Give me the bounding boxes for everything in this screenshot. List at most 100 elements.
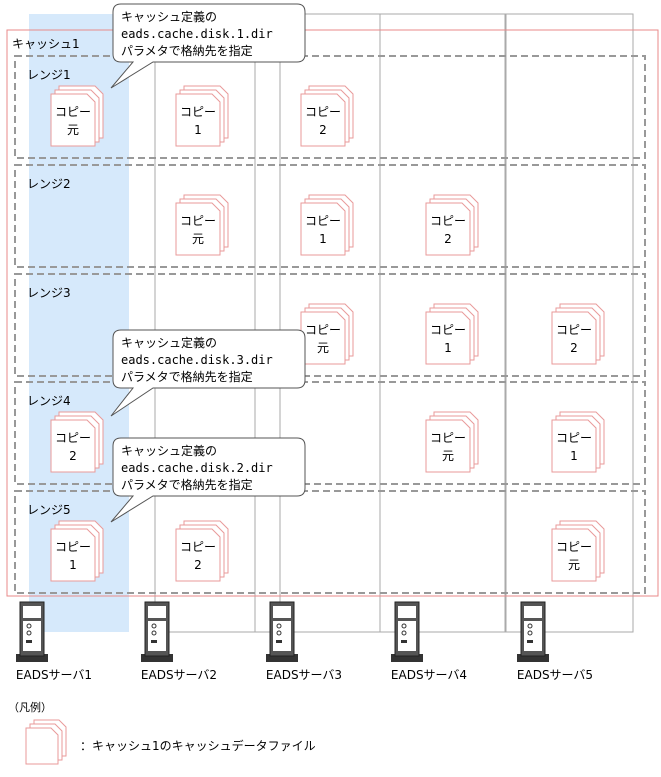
server-slot: [527, 640, 533, 643]
server-panel: [273, 606, 291, 618]
file-sheet: [50, 93, 96, 147]
file-sheet: [551, 311, 597, 365]
file-label-line2: 1: [194, 123, 202, 137]
server-slot: [276, 640, 282, 643]
file-label-line2: 1: [444, 341, 452, 355]
file-sheet: [425, 311, 471, 365]
server-face: [148, 621, 166, 651]
server-slot: [151, 640, 157, 643]
file-sheet: [551, 528, 597, 582]
cache1-label: キャッシュ1: [12, 37, 80, 51]
legend-file-sheet: [25, 727, 59, 765]
server-base: [517, 654, 549, 662]
file-sheet: [300, 311, 346, 365]
file-sheet: [300, 93, 346, 147]
file-label-line1: コピー: [305, 214, 341, 228]
file-label-line1: コピー: [180, 214, 216, 228]
callout-line: eads.cache.disk.1.dir: [121, 27, 273, 41]
server-base: [141, 654, 173, 662]
file-label-line1: コピー: [55, 540, 91, 554]
server-base: [266, 654, 298, 662]
range-box: [14, 164, 646, 268]
copy-file: コピー 2: [551, 303, 605, 365]
callout-line: キャッシュ定義の: [121, 335, 217, 350]
server-led: [527, 630, 533, 636]
file-label-line2: 2: [319, 123, 327, 137]
file-sheet: [175, 93, 221, 147]
eads-server-4: EADSサーバ4: [391, 601, 467, 682]
eads-server-5: EADSサーバ5: [517, 601, 593, 682]
range-box: [14, 381, 646, 485]
server-led: [276, 623, 282, 629]
file-label-line2: 2: [69, 449, 77, 463]
file-sheet: [50, 528, 96, 582]
server-led: [276, 630, 282, 636]
server-label: EADSサーバ2: [141, 668, 217, 682]
file-label-line2: 2: [194, 558, 202, 572]
file-label-line2: 1: [319, 232, 327, 246]
eads-server-1: EADSサーバ1: [16, 601, 92, 682]
server-panel: [148, 606, 166, 618]
server-led: [151, 630, 157, 636]
server-slot: [26, 640, 32, 643]
file-label-line2: 2: [570, 341, 578, 355]
range-label: レンジ1: [27, 68, 71, 82]
callout-line: パラメタで格納先を指定: [121, 43, 253, 58]
file-label-line2: 2: [444, 232, 452, 246]
file-sheet: [425, 202, 471, 256]
range-box: [14, 55, 646, 159]
file-sheet: [50, 419, 96, 473]
file-sheet: [300, 202, 346, 256]
server-base: [391, 654, 423, 662]
callout-line: キャッシュ定義の: [121, 443, 217, 458]
file-label-line1: コピー: [556, 323, 592, 337]
legend-description: ：キャッシュ1のキャッシュデータファイル: [80, 738, 316, 753]
server-led: [401, 630, 407, 636]
callout-bubble: [110, 437, 306, 523]
eads-server-2: EADSサーバ2: [141, 601, 217, 682]
copy-file: コピー 1: [300, 194, 354, 256]
server-led: [401, 623, 407, 629]
callout-line: eads.cache.disk.2.dir: [121, 461, 273, 475]
callout-bubble: [110, 329, 306, 417]
server-panel: [23, 606, 41, 618]
server-label: EADSサーバ3: [266, 668, 342, 682]
file-label-line1: コピー: [556, 431, 592, 445]
server-base: [16, 654, 48, 662]
server-face: [398, 621, 416, 651]
callout-bubble: [110, 3, 306, 89]
server-led: [151, 623, 157, 629]
range-label: レンジ5: [27, 503, 71, 517]
range-label: レンジ2: [27, 177, 71, 191]
server-label: EADSサーバ1: [16, 668, 92, 682]
cache1-box: [6, 29, 659, 597]
range-label: レンジ3: [27, 286, 71, 300]
file-label-line2: 元: [317, 341, 329, 355]
copy-file: コピー 2: [50, 411, 104, 473]
file-sheet: [175, 528, 221, 582]
callout-line: キャッシュ定義の: [121, 9, 217, 24]
file-label-line2: 元: [442, 449, 454, 463]
server-face: [273, 621, 291, 651]
range-box: [14, 490, 646, 594]
server-label: EADSサーバ5: [517, 668, 593, 682]
file-label-line1: コピー: [55, 105, 91, 119]
file-label-line1: コピー: [55, 431, 91, 445]
range-label: レンジ4: [27, 394, 71, 408]
server-led: [26, 630, 32, 636]
